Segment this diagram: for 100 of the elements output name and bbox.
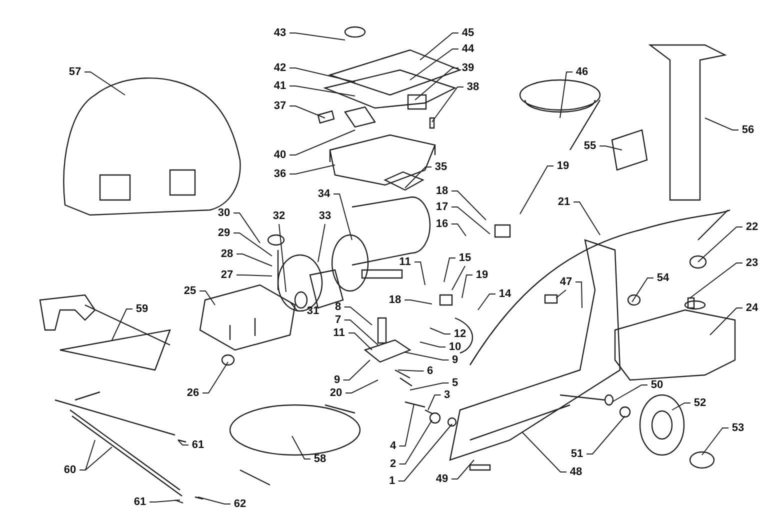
leader-line — [236, 274, 272, 276]
callout-number: 40 — [274, 149, 286, 161]
leader-line — [710, 308, 743, 336]
leader-line — [444, 258, 456, 282]
leader-line — [451, 190, 486, 220]
leader-line — [451, 224, 466, 236]
leader-line — [451, 206, 490, 234]
leader-line — [704, 118, 739, 130]
leader-line — [478, 294, 496, 310]
leader-line — [432, 86, 464, 122]
callout-number: 4 — [390, 440, 396, 452]
callout-number: 22 — [746, 221, 758, 233]
leader-line — [199, 290, 216, 306]
callout-number: 18 — [436, 185, 448, 197]
callout-number: 17 — [436, 201, 448, 213]
callout-number: 39 — [462, 62, 474, 74]
leader-line — [690, 262, 743, 298]
leader-line — [556, 290, 566, 298]
leader-line — [404, 300, 432, 304]
callout-number: 60 — [64, 464, 76, 476]
leader-line — [451, 460, 474, 480]
leader-line — [599, 146, 622, 150]
leader-line — [289, 32, 346, 40]
callout-number: 51 — [570, 448, 584, 460]
leader-line — [333, 194, 352, 240]
callout-number: 56 — [742, 124, 754, 136]
callout-number: 46 — [576, 66, 588, 78]
callout-number: 62 — [234, 498, 246, 510]
leader-line — [289, 86, 356, 96]
callout-number: 38 — [466, 81, 480, 93]
leader-line — [149, 500, 180, 502]
callout-number: 12 — [454, 328, 466, 340]
leader-line — [420, 32, 459, 60]
callout-number: 59 — [136, 303, 148, 315]
callout-number: 19 — [476, 269, 488, 281]
callout-number: 33 — [318, 210, 332, 222]
leader-line — [452, 266, 466, 290]
callout-number: 57 — [68, 66, 82, 78]
leader-line — [318, 224, 326, 262]
callout-number: 1 — [388, 475, 396, 487]
callout-number: 20 — [330, 387, 342, 399]
leader-line — [344, 306, 372, 326]
leader-line — [575, 282, 582, 308]
callout-number: 19 — [556, 160, 570, 172]
callout-number: 26 — [186, 387, 200, 399]
callout-number: 37 — [274, 100, 286, 112]
leader-line — [278, 224, 286, 292]
leader-line — [289, 130, 356, 156]
leader-line — [398, 370, 424, 372]
callout-number: 9 — [452, 354, 458, 366]
leader-line — [428, 394, 442, 410]
leader-line — [414, 68, 459, 100]
leader-line — [178, 440, 189, 446]
callout-number: 11 — [333, 327, 345, 339]
leader-line — [698, 226, 743, 262]
callout-number: 53 — [732, 422, 744, 434]
callout-number: 30 — [218, 207, 230, 219]
leader-line — [292, 436, 311, 460]
callout-number: 5 — [452, 377, 458, 389]
callout-number: 16 — [436, 218, 448, 230]
callout-number: 25 — [184, 285, 196, 297]
leader-line — [612, 384, 648, 402]
leader-line — [632, 278, 654, 302]
leader-line — [522, 432, 567, 472]
leader-line — [520, 166, 554, 214]
callout-number: 15 — [458, 252, 472, 264]
callout-number: 27 — [220, 269, 234, 281]
leader-line — [290, 302, 304, 312]
callout-number: 35 — [434, 161, 448, 173]
callout-number: 9 — [334, 374, 340, 386]
leader-line — [404, 352, 450, 360]
callout-number: 48 — [570, 466, 582, 478]
callout-number: 43 — [274, 27, 286, 39]
leader-line — [702, 428, 729, 456]
callout-number: 14 — [498, 288, 512, 300]
leader-line — [202, 362, 228, 394]
callout-number: 11 — [399, 256, 411, 268]
leader-line — [410, 48, 459, 80]
leader-line — [112, 308, 133, 340]
callout-number: 3 — [444, 389, 450, 401]
leader-line — [289, 68, 356, 82]
callout-number: 52 — [694, 397, 706, 409]
callout-number: 24 — [746, 302, 758, 314]
leader-line — [462, 274, 473, 298]
callout-number: 23 — [746, 257, 758, 269]
callout-number: 54 — [656, 272, 670, 284]
callout-number: 2 — [390, 458, 396, 470]
callout-number: 10 — [448, 341, 462, 353]
callout-number: 61 — [134, 496, 146, 508]
callout-number: 7 — [334, 314, 342, 326]
leader-line — [342, 360, 370, 380]
leader-line — [348, 332, 372, 350]
callout-number: 49 — [436, 473, 448, 485]
leader-line — [344, 320, 378, 346]
callout-number: 61 — [192, 439, 204, 451]
callout-number: 42 — [274, 62, 286, 74]
leader-line — [289, 164, 336, 174]
callout-number: 8 — [334, 301, 342, 313]
leader-line — [236, 254, 272, 266]
leader-line — [414, 262, 426, 286]
